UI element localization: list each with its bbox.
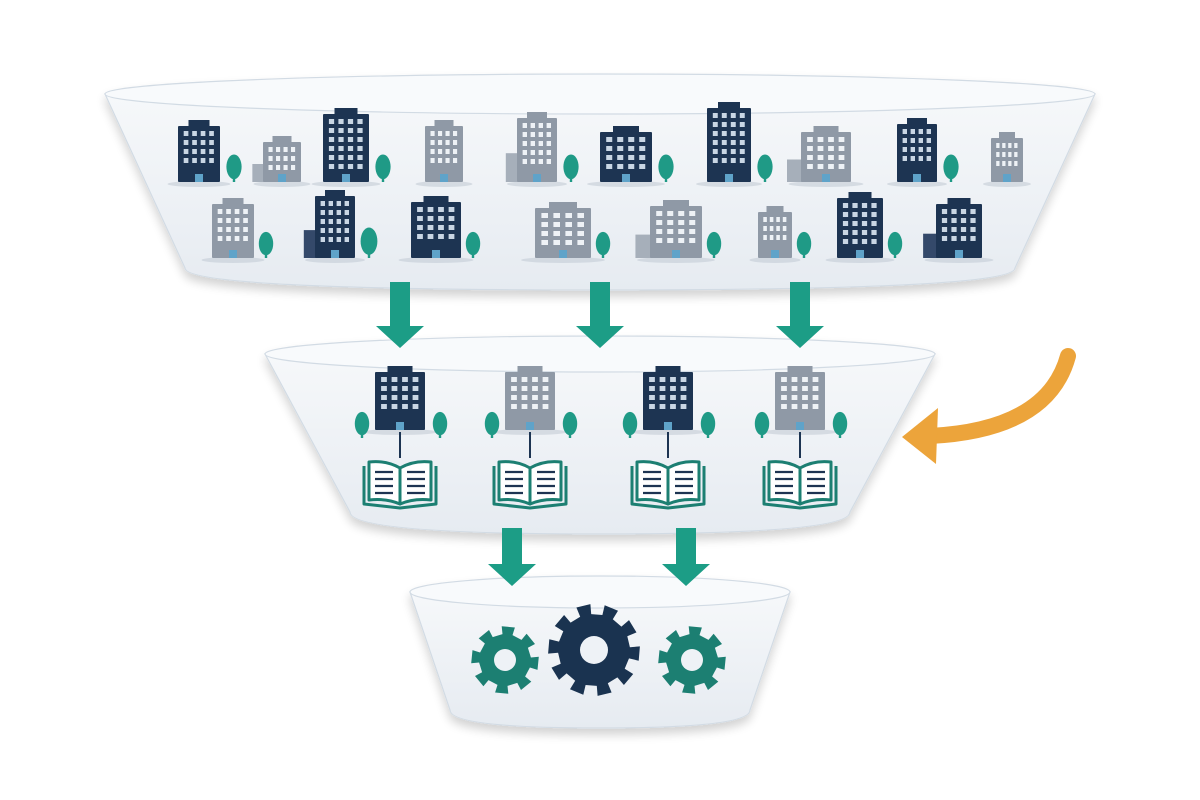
office-building-icon	[167, 120, 231, 187]
office-building-icon	[362, 366, 438, 435]
office-building-icon	[696, 102, 762, 187]
tier-2-buildings-with-books	[354, 366, 848, 510]
tree-icon	[226, 154, 242, 182]
office-building-icon	[311, 108, 381, 187]
office-building-icon	[521, 202, 605, 263]
tree-icon	[796, 231, 812, 258]
open-book-icon	[630, 460, 706, 510]
office-building-icon	[587, 126, 665, 187]
tree-icon	[562, 411, 578, 438]
office-building-icon	[749, 206, 801, 263]
tree-icon	[360, 227, 378, 258]
down-arrow-icon	[662, 528, 710, 586]
tree-icon	[354, 411, 370, 438]
tree-icon	[832, 411, 848, 438]
tree-icon	[258, 231, 274, 258]
tree-icon	[484, 411, 500, 438]
open-book-icon	[362, 460, 438, 510]
tier-icons	[167, 102, 1031, 696]
tree-icon	[622, 411, 638, 438]
tree-icon	[595, 231, 611, 258]
tree-icon	[754, 411, 770, 438]
flow-arrows	[376, 282, 1076, 586]
down-arrow-icon	[376, 282, 424, 348]
down-arrow-icon	[776, 282, 824, 348]
office-building-icon	[630, 366, 706, 435]
open-book-icon	[492, 460, 568, 510]
office-building-icon	[252, 136, 311, 187]
gear-icon	[548, 604, 640, 696]
tree-icon	[658, 154, 674, 182]
tree-icon	[706, 231, 722, 258]
office-building-icon	[635, 200, 715, 263]
office-building-icon	[787, 126, 864, 187]
funnel-tier-2-body	[263, 353, 937, 535]
tree-icon	[887, 231, 903, 258]
down-arrow-icon	[576, 282, 624, 348]
tree-icon	[563, 154, 579, 182]
office-building-icon	[505, 112, 567, 187]
office-building-icon	[201, 198, 265, 263]
funnel-tier-3-rim	[409, 575, 791, 609]
tree-icon	[465, 231, 481, 258]
open-book-icon	[762, 460, 838, 510]
tree-icon	[375, 154, 391, 182]
office-building-icon	[398, 196, 474, 263]
curved-arrow-icon	[902, 348, 1076, 464]
tree-icon	[432, 411, 448, 438]
down-arrow-icon	[488, 528, 536, 586]
gear-icon	[471, 626, 539, 694]
tree-icon	[757, 154, 773, 182]
office-building-icon	[825, 192, 895, 263]
tree-icon	[700, 411, 716, 438]
tier-3-gears	[471, 604, 726, 696]
gear-icon	[658, 626, 726, 694]
office-building-icon	[887, 118, 947, 187]
office-building-icon	[923, 198, 994, 263]
funnel-tier-1-rim	[104, 73, 1096, 115]
tree-icon	[943, 154, 959, 182]
tier-1-buildings	[167, 102, 1031, 263]
office-building-icon	[415, 120, 473, 187]
office-building-icon	[303, 190, 365, 263]
office-building-icon	[983, 132, 1031, 187]
